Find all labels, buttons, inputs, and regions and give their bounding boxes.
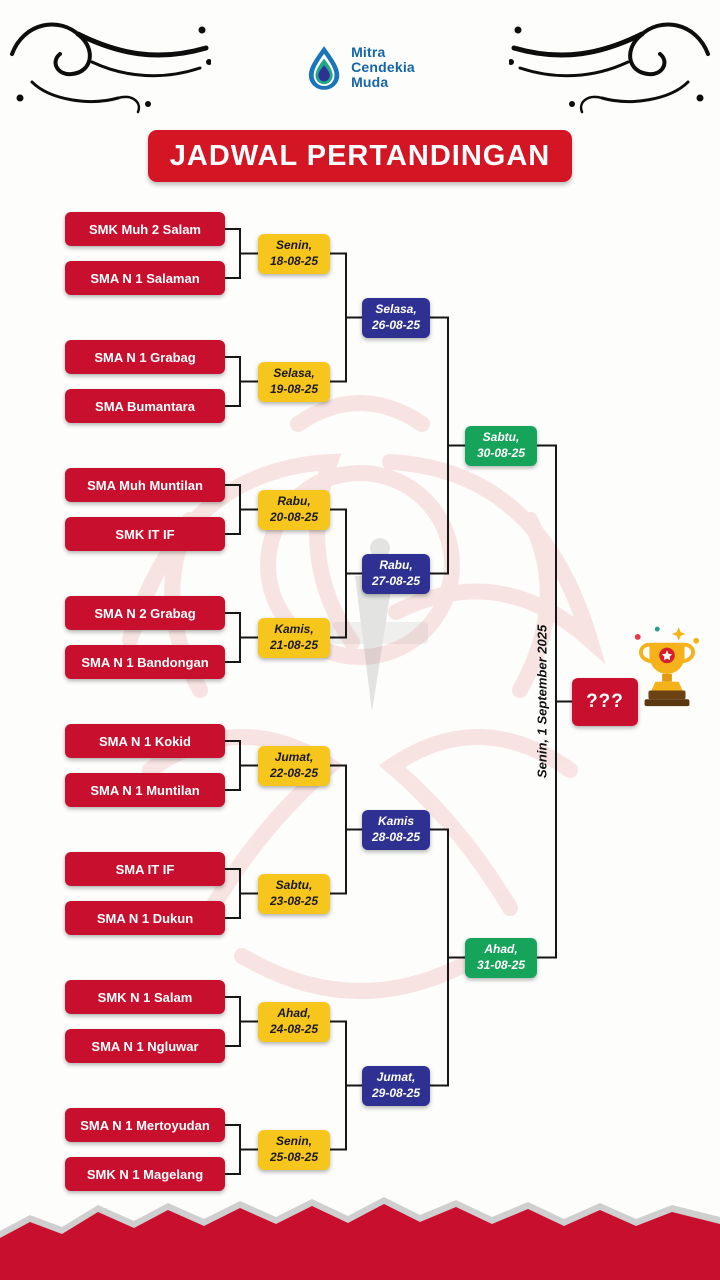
team-box: SMA Muh Muntilan (65, 468, 225, 502)
semifinal-date-box: Sabtu,30-08-25 (465, 426, 537, 466)
team-box: SMA N 1 Mertoyudan (65, 1108, 225, 1142)
match-date: 31-08-25 (476, 958, 526, 972)
team-box: SMA IT IF (65, 852, 225, 886)
match-date: 25-08-25 (269, 1150, 319, 1164)
match-day: Ahad, (277, 1006, 311, 1021)
match-date: 19-08-25 (269, 382, 319, 396)
team-box: SMK Muh 2 Salam (65, 212, 225, 246)
quarterfinal-date-box: Jumat,29-08-25 (362, 1066, 430, 1106)
trophy-icon (634, 626, 700, 707)
team-box: SMA N 2 Grabag (65, 596, 225, 630)
match-date: 30-08-25 (476, 446, 526, 460)
match-day: Selasa, (375, 302, 417, 317)
logo: Mitra Cendekia Muda (305, 44, 415, 90)
match-date: 20-08-25 (269, 510, 319, 524)
match-day: Sabtu, (482, 430, 520, 445)
semifinal-date-box: Ahad,31-08-25 (465, 938, 537, 978)
round1-date-box: Ahad,24-08-25 (258, 1002, 330, 1042)
team-box: SMK IT IF (65, 517, 225, 551)
team-box: SMK N 1 Salam (65, 980, 225, 1014)
logo-wordmark: Mitra Cendekia Muda (351, 43, 415, 90)
round1-date-box: Kamis,21-08-25 (258, 618, 330, 658)
match-day: Sabtu, (275, 878, 313, 893)
final-schedule-label: Senin, 1 September 2025 (534, 624, 550, 779)
team-box: SMA Bumantara (65, 389, 225, 423)
match-date: 28-08-25 (371, 830, 421, 844)
logo-line: Cendekia (351, 58, 415, 75)
round1-date-box: Sabtu,23-08-25 (258, 874, 330, 914)
team-box: SMK N 1 Magelang (65, 1157, 225, 1191)
round1-date-box: Jumat,22-08-25 (258, 746, 330, 786)
match-date: 27-08-25 (371, 574, 421, 588)
corner-flourish-right-icon (509, 22, 710, 114)
round1-date-box: Rabu,20-08-25 (258, 490, 330, 530)
match-day: Ahad, (484, 942, 518, 957)
quarterfinal-date-box: Selasa,26-08-25 (362, 298, 430, 338)
match-day: Selasa, (273, 366, 315, 381)
match-date: 23-08-25 (269, 894, 319, 908)
match-date: 24-08-25 (269, 1022, 319, 1036)
round1-date-box: Selasa,19-08-25 (258, 362, 330, 402)
team-box: SMA N 1 Muntilan (65, 773, 225, 807)
quarterfinal-date-box: Rabu,27-08-25 (362, 554, 430, 594)
match-date: 18-08-25 (269, 254, 319, 268)
round1-date-box: Senin,25-08-25 (258, 1130, 330, 1170)
team-box: SMA N 1 Grabag (65, 340, 225, 374)
champion-placeholder-box: ??? (572, 678, 638, 726)
title-banner: JADWAL PERTANDINGAN (148, 130, 572, 182)
match-day: Jumat, (376, 1070, 416, 1085)
round1-date-box: Senin,18-08-25 (258, 234, 330, 274)
match-date: 29-08-25 (371, 1086, 421, 1100)
match-day: Senin, (275, 1134, 312, 1149)
match-day: Jumat, (274, 750, 314, 765)
match-date: 21-08-25 (269, 638, 319, 652)
logo-line: Mitra (351, 43, 386, 60)
logo-line: Muda (351, 73, 389, 90)
team-box: SMA N 1 Dukun (65, 901, 225, 935)
match-day: Senin, (275, 238, 312, 253)
logo-drop-icon (308, 46, 340, 90)
team-box: SMA N 1 Bandongan (65, 645, 225, 679)
page-title: JADWAL PERTANDINGAN (169, 139, 551, 172)
match-day: Rabu, (277, 494, 311, 509)
match-day: Kamis, (274, 622, 314, 637)
torn-paper-edge (0, 1197, 720, 1280)
match-date: 22-08-25 (269, 766, 319, 780)
match-day: Kamis (377, 814, 415, 829)
team-box: SMA N 1 Kokid (65, 724, 225, 758)
match-date: 26-08-25 (371, 318, 421, 332)
corner-flourish-left-icon (10, 22, 211, 114)
team-box: SMA N 1 Ngluwar (65, 1029, 225, 1063)
match-day: Rabu, (379, 558, 413, 573)
team-box: SMA N 1 Salaman (65, 261, 225, 295)
